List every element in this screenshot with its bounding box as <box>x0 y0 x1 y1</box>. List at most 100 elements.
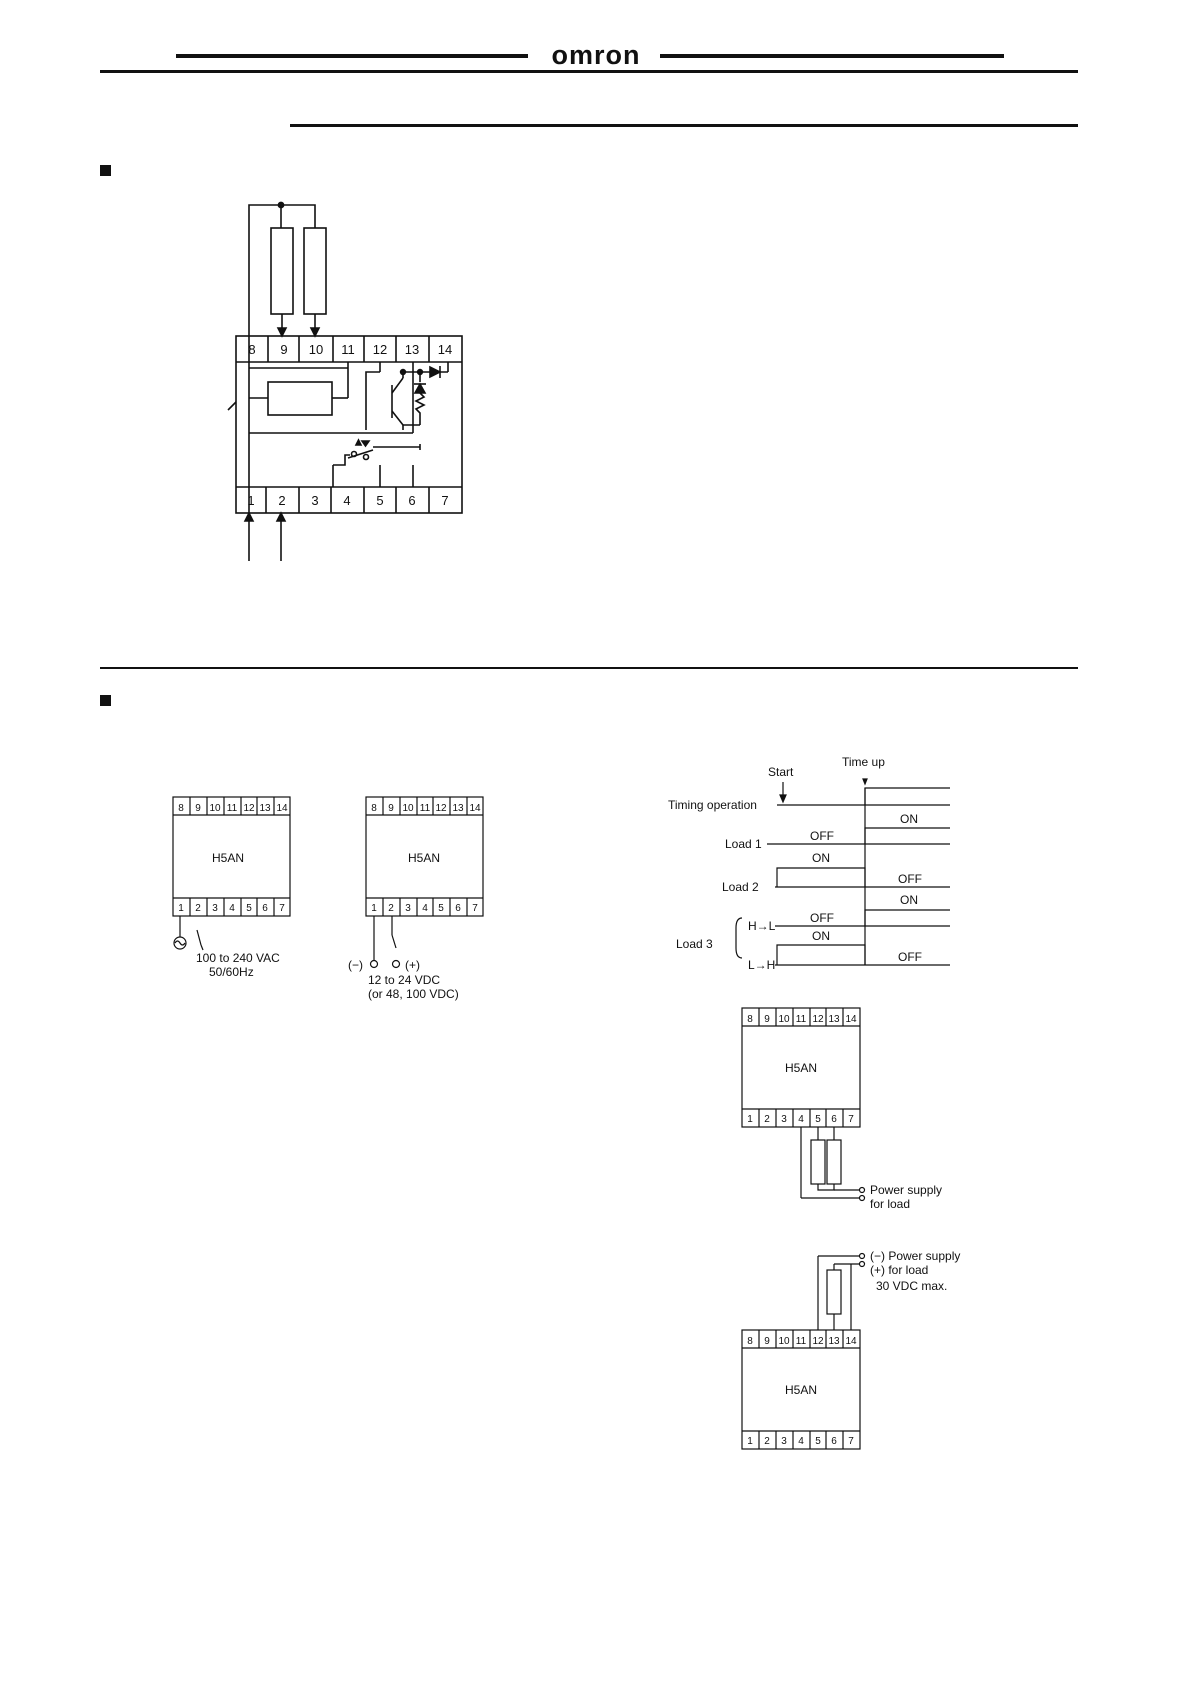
dc-top-terminal: 14 <box>469 803 481 814</box>
top-terminal-label: 8 <box>248 342 255 357</box>
ac-bottom-terminal: 5 <box>246 903 252 914</box>
transistor-top-terminal: 9 <box>764 1336 770 1347</box>
ac-top-terminal: 11 <box>227 803 238 814</box>
transistor-bottom-terminal: 3 <box>781 1436 787 1447</box>
relay-top-terminal: 10 <box>778 1014 790 1025</box>
dc-top-terminal: 8 <box>371 803 377 814</box>
transistor-bottom-terminal: 4 <box>798 1436 804 1447</box>
ac-bottom-terminal: 3 <box>212 903 218 914</box>
dc-bottom-terminal: 6 <box>455 903 461 914</box>
dc-bottom-terminal: 4 <box>422 903 428 914</box>
transistor-top-terminal: 10 <box>778 1336 790 1347</box>
relay-for-load-label: for load <box>870 1197 910 1211</box>
relay-top-terminal: 14 <box>845 1014 857 1025</box>
dc-bottom-terminal: 7 <box>472 903 478 914</box>
top-terminal-label: 13 <box>405 342 419 357</box>
dc-plus-label: (+) <box>405 958 420 972</box>
dc-bottom-terminal: 5 <box>438 903 444 914</box>
timing-start-label: Start <box>768 765 794 779</box>
ac-top-terminal: 14 <box>276 803 288 814</box>
ac-bottom-terminal: 6 <box>262 903 268 914</box>
dc-model-label: H5AN <box>408 851 440 865</box>
transistor-max-voltage-label: 30 VDC max. <box>876 1279 947 1293</box>
transistor-for-load-label: (+) for load <box>870 1263 928 1277</box>
ac-bottom-terminal: 2 <box>195 903 201 914</box>
transistor-top-terminal: 13 <box>828 1336 840 1347</box>
header-rule-right <box>660 54 1004 58</box>
dc-top-terminal: 10 <box>402 803 414 814</box>
section-title-rule <box>290 124 1078 127</box>
dc-top-terminal: 11 <box>420 803 431 814</box>
dc-top-terminal: 13 <box>452 803 464 814</box>
ac-top-terminal: 9 <box>195 803 201 814</box>
ac-top-terminal: 13 <box>259 803 271 814</box>
relay-power-supply-label: Power supply <box>870 1183 942 1197</box>
ac-frequency-label: 50/60Hz <box>209 965 254 979</box>
top-terminal-label: 11 <box>341 342 355 357</box>
dc-voltage-label: 12 to 24 VDC <box>368 973 440 987</box>
transistor-bottom-terminal: 2 <box>764 1436 770 1447</box>
relay-bottom-terminal: 3 <box>781 1114 787 1125</box>
load1-label: Load 1 <box>725 837 762 851</box>
top-terminal-label: 9 <box>280 342 287 357</box>
bottom-terminal-label: 3 <box>311 493 318 508</box>
load3-hl-off-label: OFF <box>810 911 834 925</box>
transistor-top-terminal: 14 <box>845 1336 857 1347</box>
relay-bottom-terminal: 7 <box>848 1114 854 1125</box>
ac-top-terminal: 8 <box>178 803 184 814</box>
relay-model-label: H5AN <box>785 1061 817 1075</box>
bottom-terminal-label: 1 <box>247 493 254 508</box>
relay-bottom-terminal: 6 <box>831 1114 837 1125</box>
top-terminal-label: 14 <box>438 342 452 357</box>
load1-off-label: OFF <box>810 829 834 843</box>
load3-hl-label: H→L <box>748 919 776 933</box>
header-rule-full <box>100 70 1078 73</box>
relay-bottom-terminal: 1 <box>747 1114 753 1125</box>
transistor-bottom-terminal: 5 <box>815 1436 821 1447</box>
relay-top-terminal: 11 <box>796 1014 807 1025</box>
load3-lh-on-label: ON <box>812 929 830 943</box>
load3-lh-label: L→H <box>748 958 775 972</box>
ac-bottom-terminal: 7 <box>279 903 285 914</box>
bottom-terminal-label: 4 <box>343 493 350 508</box>
section-bullet-1 <box>100 165 111 176</box>
ac-top-terminal: 10 <box>209 803 221 814</box>
dc-bottom-terminal: 3 <box>405 903 411 914</box>
transistor-power-supply-label: (−) Power supply <box>870 1249 960 1263</box>
section-bullet-2 <box>100 695 111 706</box>
transistor-top-terminal: 8 <box>747 1336 753 1347</box>
relay-top-terminal: 9 <box>764 1014 770 1025</box>
ac-bottom-terminal: 1 <box>178 903 184 914</box>
load3-lh-off-label: OFF <box>898 950 922 964</box>
relay-top-terminal: 13 <box>828 1014 840 1025</box>
load2-on-label: ON <box>812 851 830 865</box>
top-terminal-label: 10 <box>309 342 323 357</box>
bottom-terminal-label: 2 <box>278 493 285 508</box>
ac-top-terminal: 12 <box>243 803 255 814</box>
load3-label: Load 3 <box>676 937 713 951</box>
bottom-terminal-label: 7 <box>441 493 448 508</box>
bottom-terminal-label: 6 <box>408 493 415 508</box>
header-rule-left <box>176 54 528 58</box>
relay-bottom-terminal: 4 <box>798 1114 804 1125</box>
brand-logo: omron <box>551 40 641 70</box>
transistor-bottom-terminal: 6 <box>831 1436 837 1447</box>
relay-top-terminal: 8 <box>747 1014 753 1025</box>
timing-time-up-label: Time up <box>842 755 885 769</box>
transistor-model-label: H5AN <box>785 1383 817 1397</box>
ac-bottom-terminal: 4 <box>229 903 235 914</box>
transistor-top-terminal: 11 <box>796 1336 807 1347</box>
top-terminal-label: 12 <box>373 342 387 357</box>
dc-voltage-alt-label: (or 48, 100 VDC) <box>368 987 459 1001</box>
relay-bottom-terminal: 2 <box>764 1114 770 1125</box>
load2-label: Load 2 <box>722 880 759 894</box>
bottom-terminal-label: 5 <box>376 493 383 508</box>
dc-bottom-terminal: 1 <box>371 903 377 914</box>
load3-hl-on-label: ON <box>900 893 918 907</box>
dc-top-terminal: 12 <box>435 803 447 814</box>
dc-top-terminal: 9 <box>388 803 394 814</box>
transistor-top-terminal: 12 <box>812 1336 824 1347</box>
ac-voltage-label: 100 to 240 VAC <box>196 951 280 965</box>
